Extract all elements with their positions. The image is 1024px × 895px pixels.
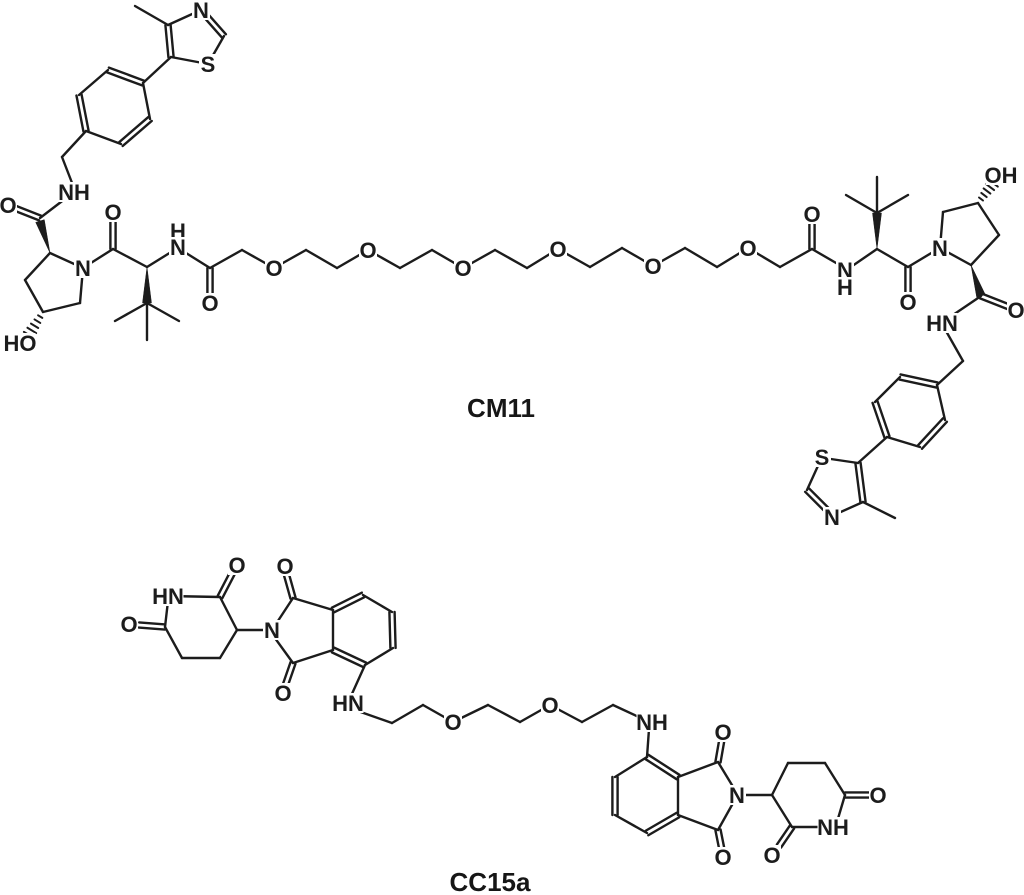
atom-label-o: O [869, 783, 886, 808]
atom-label-hn: HN [152, 584, 184, 609]
atom-label-o: O [120, 612, 137, 637]
atom-label-n: N [932, 236, 948, 261]
atom-label-o: O [549, 237, 566, 262]
atom-label-n: N [193, 0, 209, 23]
atom-label-o: O [541, 693, 558, 718]
molecule-cc15a: HN O O N O O HN O O NH O N O NH O O [120, 553, 887, 870]
atom-label-n: N [170, 235, 186, 260]
atom-label-o: O [0, 193, 17, 218]
molecule-name-cm11: CM11 [467, 393, 535, 423]
atom-label-o: O [1007, 298, 1024, 323]
atom-label-n: N [75, 256, 91, 281]
atom-label-s: S [815, 445, 830, 470]
atom-label-o: O [444, 710, 461, 735]
atom-label-o: O [265, 256, 282, 281]
atom-label-o: O [803, 202, 820, 227]
atom-label-o: O [274, 681, 291, 706]
atom-label-o: O [644, 254, 661, 279]
atom-label-n: N [264, 618, 280, 643]
atom-label-s: S [201, 52, 216, 77]
atom-label-oh: OH [985, 163, 1018, 188]
atom-label-o: O [201, 291, 218, 316]
atom-label-nh: NH [817, 815, 849, 840]
atom-label-o: O [359, 238, 376, 263]
atom-label-n: N [824, 505, 840, 530]
atom-label-o: O [454, 256, 471, 281]
atom-label-o: O [899, 290, 916, 315]
atom-label-hn: HN [926, 311, 958, 336]
atom-label-nh: NH [636, 710, 668, 735]
molecule-name-cc15a: CC15a [449, 867, 531, 895]
atom-label-o: O [228, 553, 245, 578]
atom-label-o: O [714, 720, 731, 745]
atom-label-n: N [729, 783, 745, 808]
atom-label-nh: NH [58, 180, 90, 205]
atom-label-h: H [837, 275, 853, 300]
atom-label-o: O [276, 554, 293, 579]
atom-label-n: N [837, 258, 853, 283]
atom-label-ho: HO [4, 331, 37, 356]
atom-label-o: O [714, 845, 731, 870]
atom-label-hn: HN [332, 691, 364, 716]
atom-label-o: O [763, 843, 780, 868]
atom-label-o: O [104, 200, 121, 225]
atom-label-o: O [739, 236, 756, 261]
